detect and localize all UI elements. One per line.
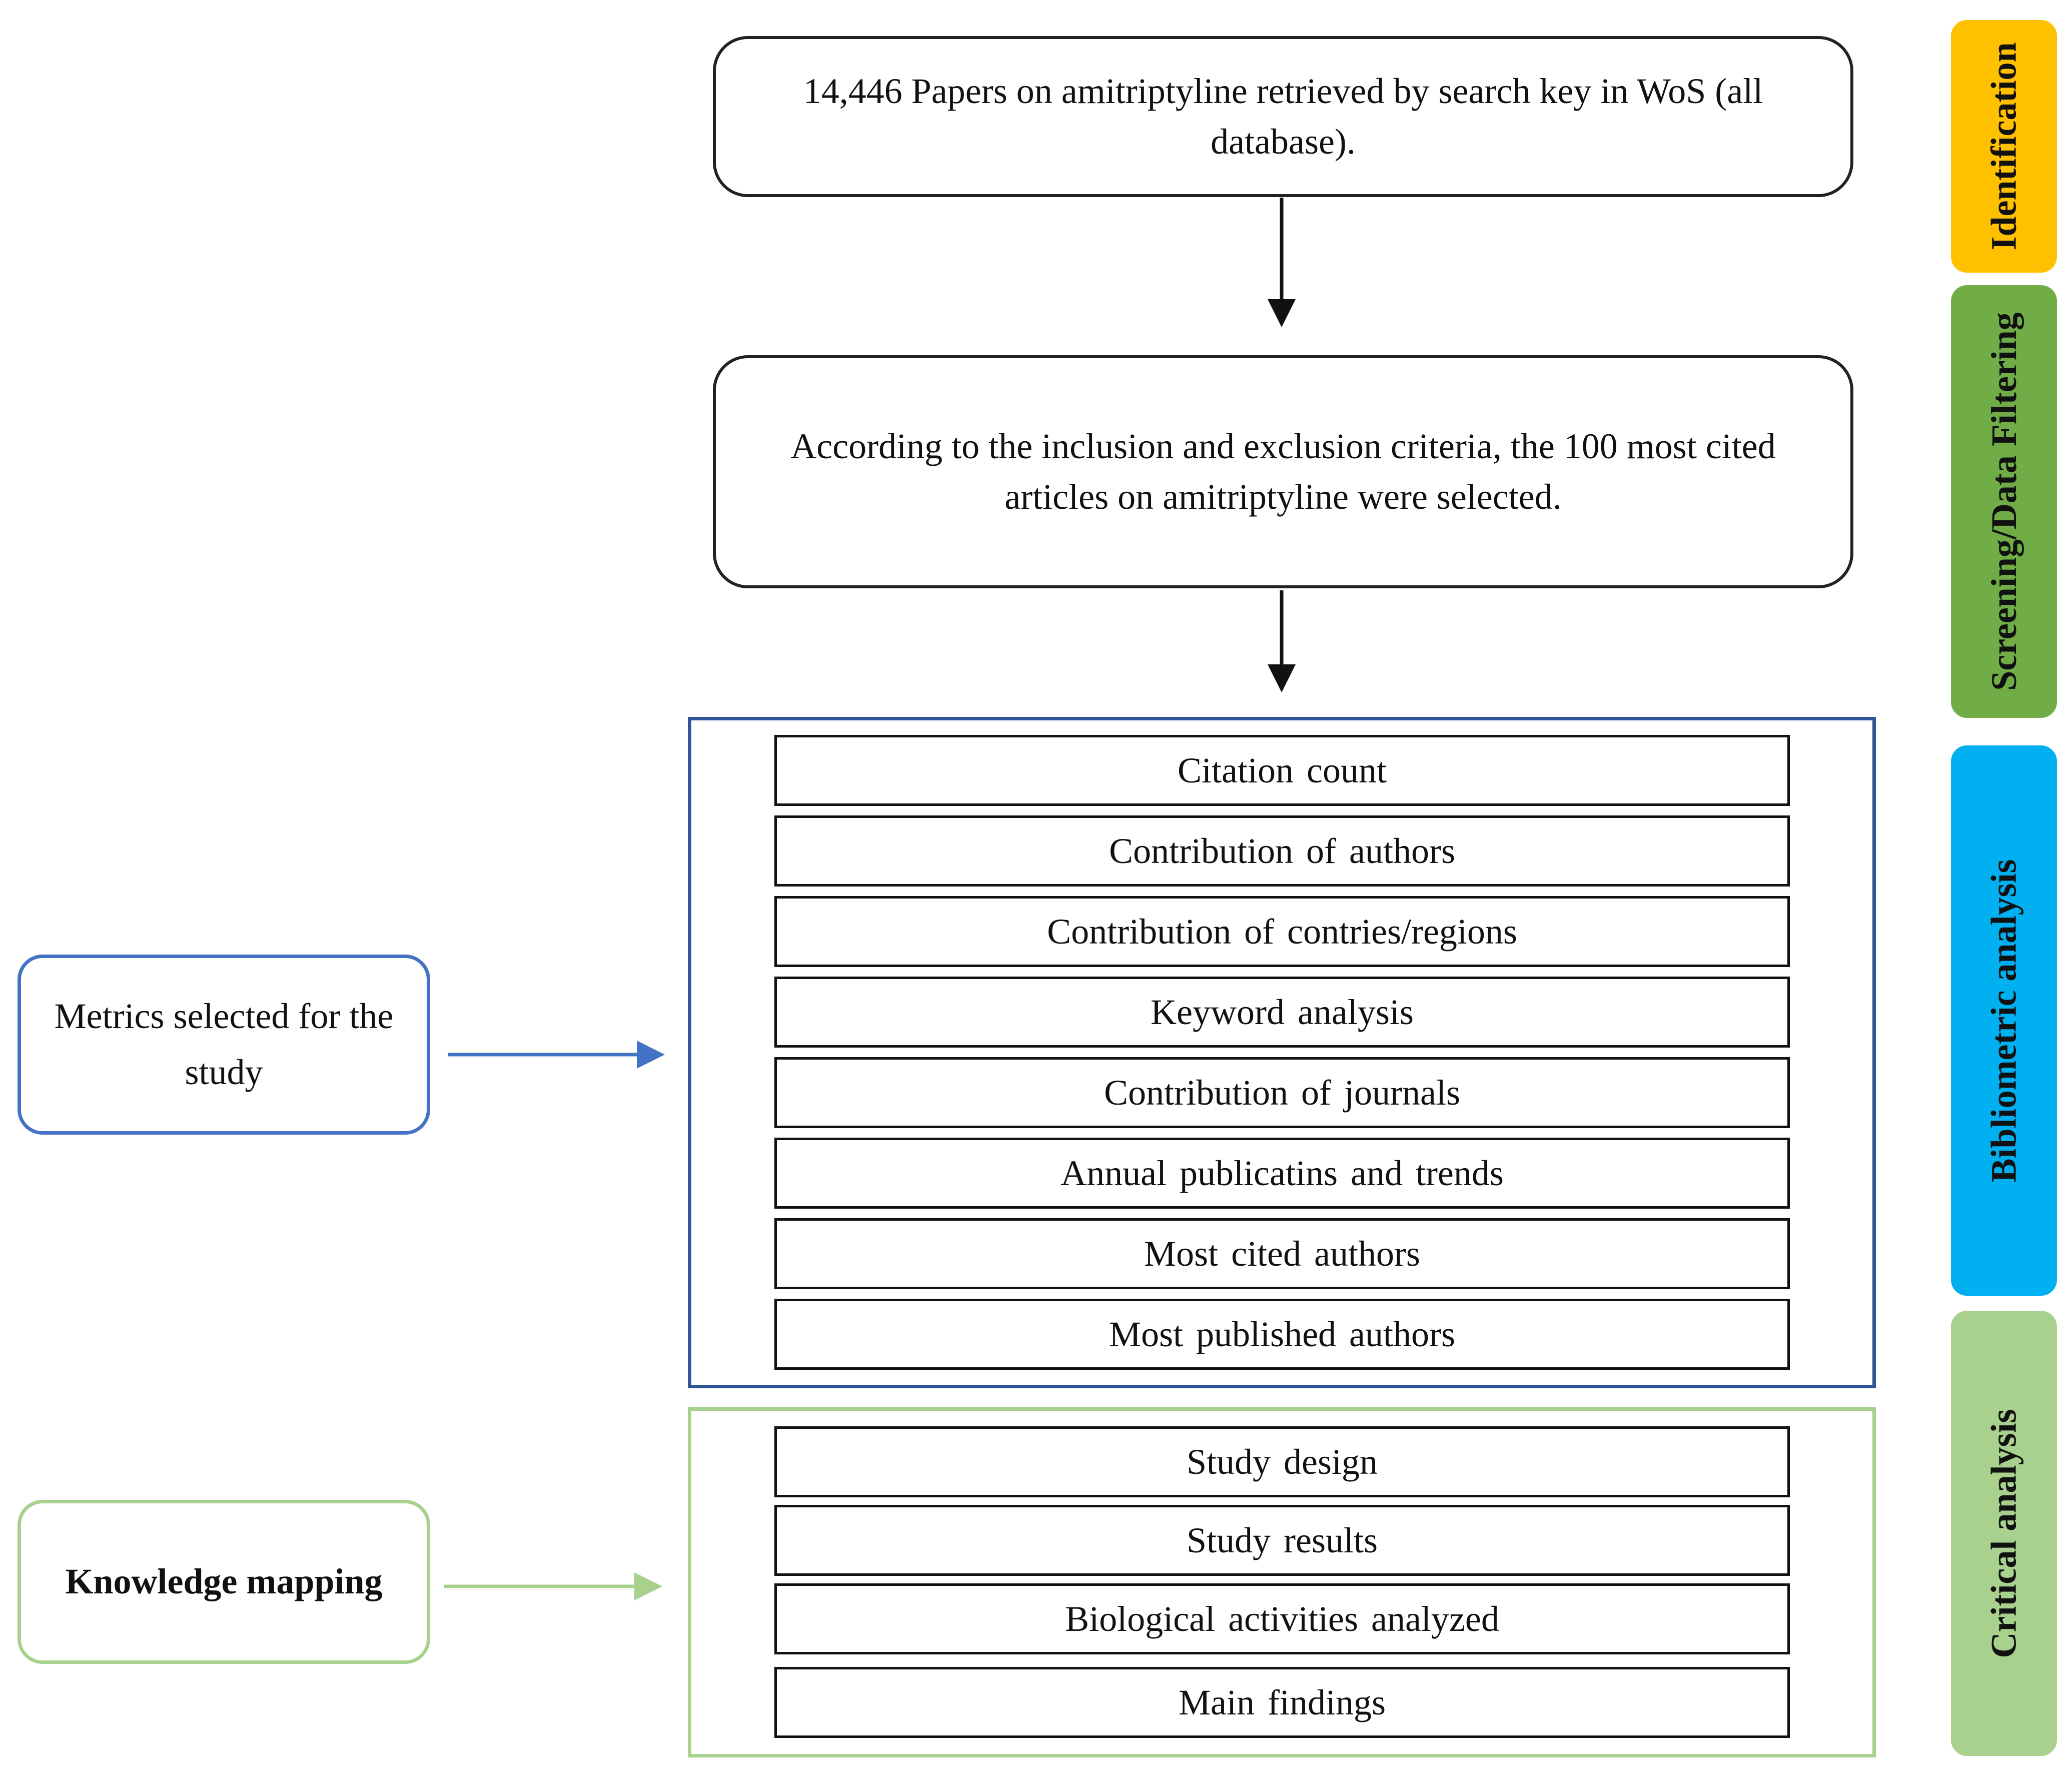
stage-bibliometric-label: Bibliometric analysis [1983,859,2024,1182]
knowledge-frame [688,1407,1876,1757]
knowledge-item-main-findings: Main findings [774,1667,1790,1738]
stage-identification: Identification [1951,20,2057,273]
stage-identification-label: Identification [1983,42,2024,251]
screening-text: According to the inclusion and exclusion… [790,426,1776,517]
stage-bibliometric: Bibliometric analysis [1951,745,2057,1296]
identification-box: 14,446 Papers on amitriptyline retrieved… [713,36,1853,197]
metrics-frame [688,717,1876,1388]
identification-text: 14,446 Papers on amitriptyline retrieved… [803,71,1763,162]
knowledge-label: Knowledge mapping [65,1561,383,1602]
knowledge-item-study-design: Study design [774,1426,1790,1497]
knowledge-item-study-results: Study results [774,1505,1790,1576]
stage-critical-label: Critical analysis [1983,1409,2024,1658]
metric-item-contribution-countries: Contribution of contries/regions [774,896,1790,967]
metric-item-contribution-authors: Contribution of authors [774,815,1790,886]
metrics-label-box: Metrics selected for the study [18,955,430,1135]
metric-item-most-published-authors: Most published authors [774,1299,1790,1370]
knowledge-item-biological-activities: Biological activities analyzed [774,1583,1790,1654]
metric-item-most-cited-authors: Most cited authors [774,1218,1790,1289]
stage-screening: Screening/Data Filtering [1951,285,2057,718]
stage-critical: Critical analysis [1951,1311,2057,1756]
stage-screening-label: Screening/Data Filtering [1983,312,2024,691]
metric-item-keyword-analysis: Keyword analysis [774,977,1790,1048]
metric-item-contribution-journals: Contribution of journals [774,1057,1790,1128]
screening-box: According to the inclusion and exclusion… [713,355,1853,588]
metric-item-citation-count: Citation count [774,735,1790,806]
metric-item-annual-publications: Annual publicatins and trends [774,1138,1790,1209]
metrics-label: Metrics selected for the study [54,996,394,1092]
knowledge-label-box: Knowledge mapping [18,1500,430,1664]
